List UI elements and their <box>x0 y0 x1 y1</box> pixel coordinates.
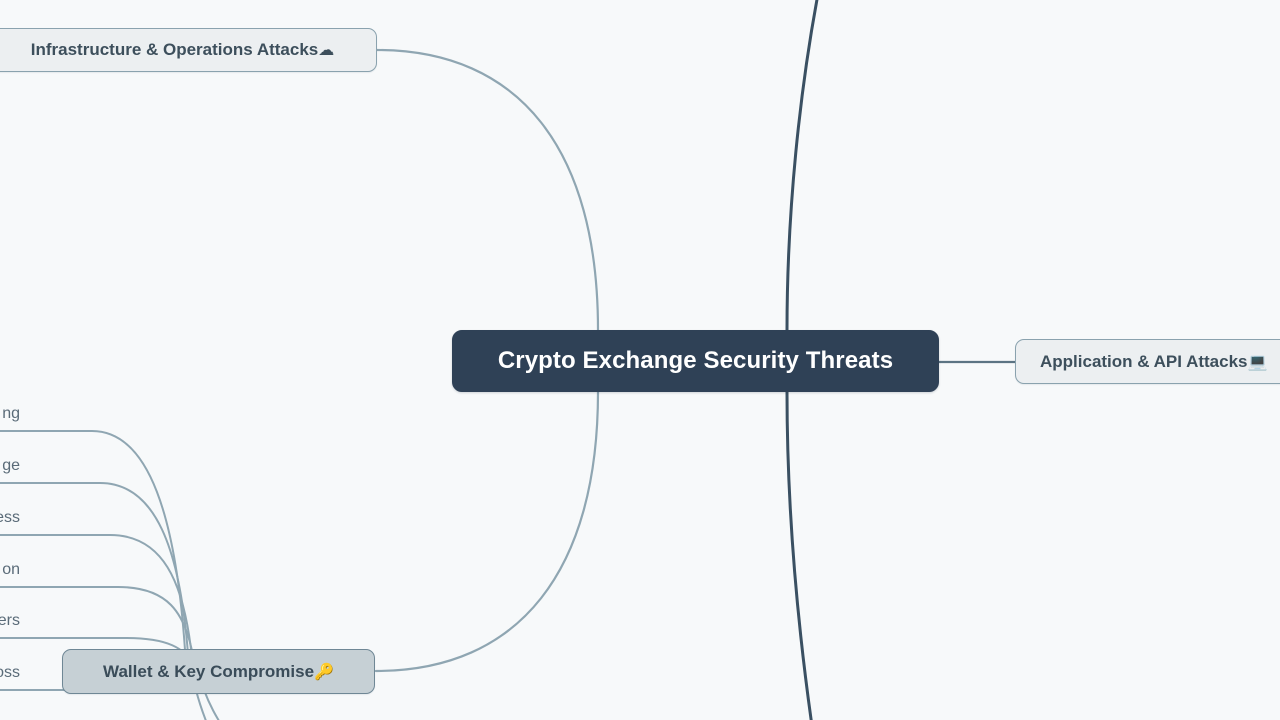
branch-node-application-api-attacks[interactable]: Application & API Attacks 💻 <box>1015 339 1280 384</box>
connector-wallet-child-8 <box>203 689 220 720</box>
branch-label-application: Application & API Attacks 💻 <box>1040 352 1267 372</box>
connector-wallet-child-1 <box>0 430 186 651</box>
branch-label-wallet: Wallet & Key Compromise🔑 <box>103 662 334 682</box>
branch-node-infrastructure-operations-attacks[interactable]: Infrastructure & Operations Attacks☁ <box>0 28 377 72</box>
cloud-icon: ☁ <box>318 40 335 59</box>
clipped-child-label-6[interactable]: oss <box>0 664 20 681</box>
connector-wallet-child-3 <box>0 534 193 659</box>
connector-root-to-wallet <box>374 382 600 673</box>
branch-text-wallet: Wallet & Key Compromise <box>103 661 315 681</box>
root-node[interactable]: Crypto Exchange Security Threats <box>452 330 939 392</box>
branch-label-infrastructure: Infrastructure & Operations Attacks☁ <box>31 40 335 60</box>
connector-wallet-child-7 <box>195 689 207 720</box>
key-icon: 🔑 <box>314 661 334 681</box>
connector-root-top-offscreen <box>785 0 819 332</box>
clipped-child-label-2[interactable]: ge <box>2 457 20 474</box>
clipped-child-label-1[interactable]: ng <box>2 405 20 422</box>
connector-root-bottom-offscreen <box>785 390 813 720</box>
laptop-icon: 💻 <box>1247 351 1268 371</box>
branch-text-application: Application & API Attacks <box>1040 351 1248 371</box>
clipped-child-label-5[interactable]: ers <box>0 612 20 629</box>
root-node-label: Crypto Exchange Security Threats <box>497 347 894 374</box>
clipped-child-label-3[interactable]: ess <box>0 509 20 526</box>
connector-root-to-infrastructure <box>375 48 600 340</box>
clipped-child-label-4[interactable]: on <box>2 561 20 578</box>
branch-text-infrastructure: Infrastructure & Operations Attacks <box>30 40 319 59</box>
connector-wallet-child-2 <box>0 482 189 655</box>
branch-node-wallet-key-compromise[interactable]: Wallet & Key Compromise🔑 <box>62 649 375 694</box>
